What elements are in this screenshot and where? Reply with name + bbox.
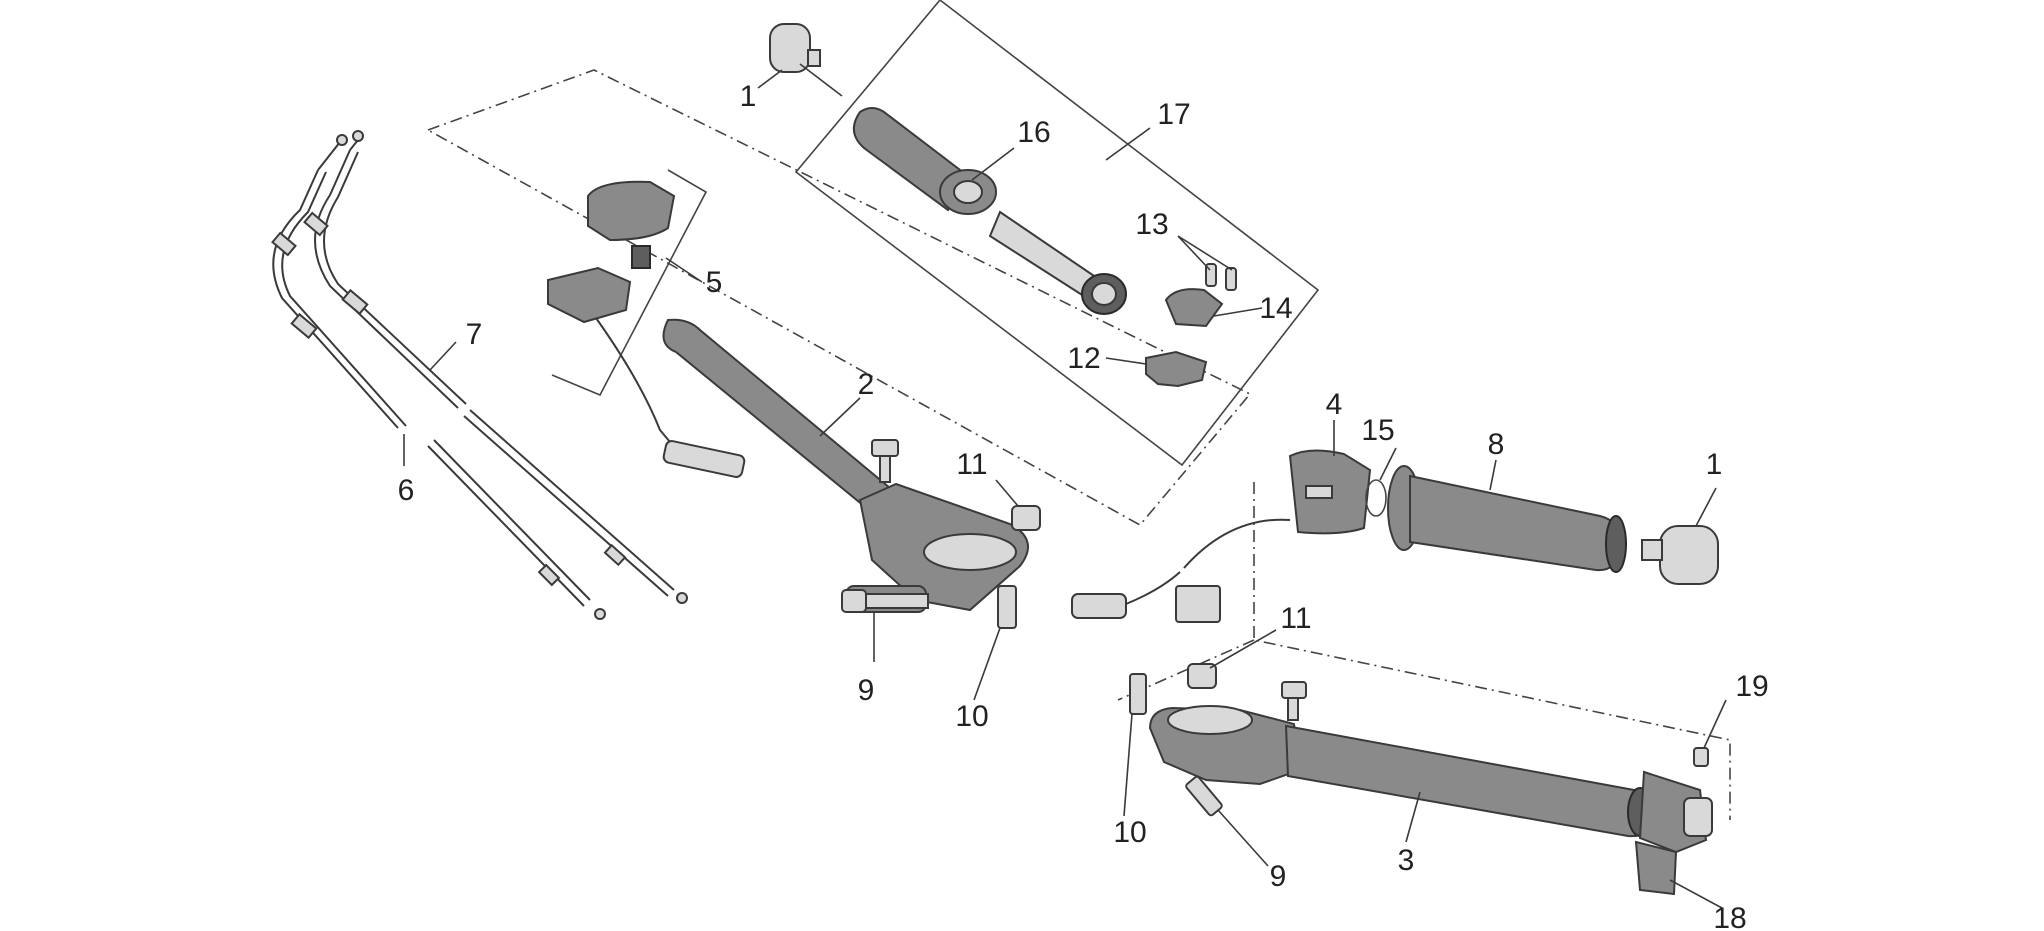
callout-11-left: 11 — [956, 448, 987, 481]
switch-5-frame — [551, 169, 708, 397]
callout-5: 5 — [706, 266, 723, 299]
grip-8 — [1387, 465, 1627, 573]
callout-17: 17 — [1157, 98, 1190, 131]
callout-16: 16 — [1017, 116, 1050, 149]
callout-1-right: 1 — [1706, 448, 1723, 481]
callout-2: 2 — [858, 368, 875, 401]
callout-19: 19 — [1735, 670, 1768, 703]
callout-1-top: 1 — [740, 80, 757, 113]
callout-10-right: 10 — [1113, 816, 1146, 849]
o-ring-15 — [1365, 479, 1387, 517]
callout-labels: 1 16 17 13 14 12 5 7 6 2 11 9 10 4 15 8 … — [398, 80, 1769, 931]
callout-18: 18 — [1713, 902, 1746, 931]
bolt-9-left — [841, 589, 929, 613]
right-handlebar-3 — [1148, 705, 1654, 838]
screw-19 — [1693, 747, 1709, 767]
callout-8: 8 — [1488, 428, 1505, 461]
right-switch-4 — [1071, 449, 1372, 623]
callout-9-left: 9 — [858, 674, 875, 707]
bolt-3-top — [1281, 681, 1307, 721]
kit-17-frame — [794, 0, 1320, 467]
callout-12: 12 — [1067, 342, 1100, 375]
throttle-housing-14 — [1164, 288, 1224, 328]
bolt-10-right — [1129, 673, 1147, 715]
left-handlebar-2 — [662, 318, 1029, 613]
throttle-cable-6 — [271, 134, 606, 620]
throttle-body-18 — [1634, 770, 1713, 896]
grip-16 — [853, 107, 997, 215]
bolt-9-right — [1185, 775, 1223, 817]
callout-10-left: 10 — [955, 700, 988, 733]
bar-end-weight-1-top — [769, 23, 821, 73]
bar-end-weight-1-right — [1641, 525, 1719, 585]
callout-3: 3 — [1398, 844, 1415, 877]
callout-13: 13 — [1135, 208, 1168, 241]
callout-14: 14 — [1259, 292, 1292, 325]
bolt-2-top — [871, 439, 899, 483]
callout-4: 4 — [1326, 388, 1343, 421]
callout-11-right: 11 — [1280, 602, 1311, 635]
callout-15: 15 — [1361, 414, 1394, 447]
nut-11-left — [1011, 505, 1041, 531]
left-switch-housing-5 — [547, 180, 746, 478]
callout-7: 7 — [466, 318, 483, 351]
callout-6: 6 — [398, 474, 415, 507]
nut-11-right — [1187, 663, 1217, 689]
callout-9-right: 9 — [1270, 860, 1287, 893]
leader-lines — [403, 63, 1727, 909]
throttle-housing-12 — [1145, 350, 1208, 388]
screws-13 — [1205, 263, 1237, 291]
bolt-10-left — [997, 585, 1017, 629]
throttle-cable-7 — [303, 130, 688, 604]
left-assembly-dashed-frame — [427, 69, 1252, 527]
throttle-tube — [988, 210, 1127, 315]
